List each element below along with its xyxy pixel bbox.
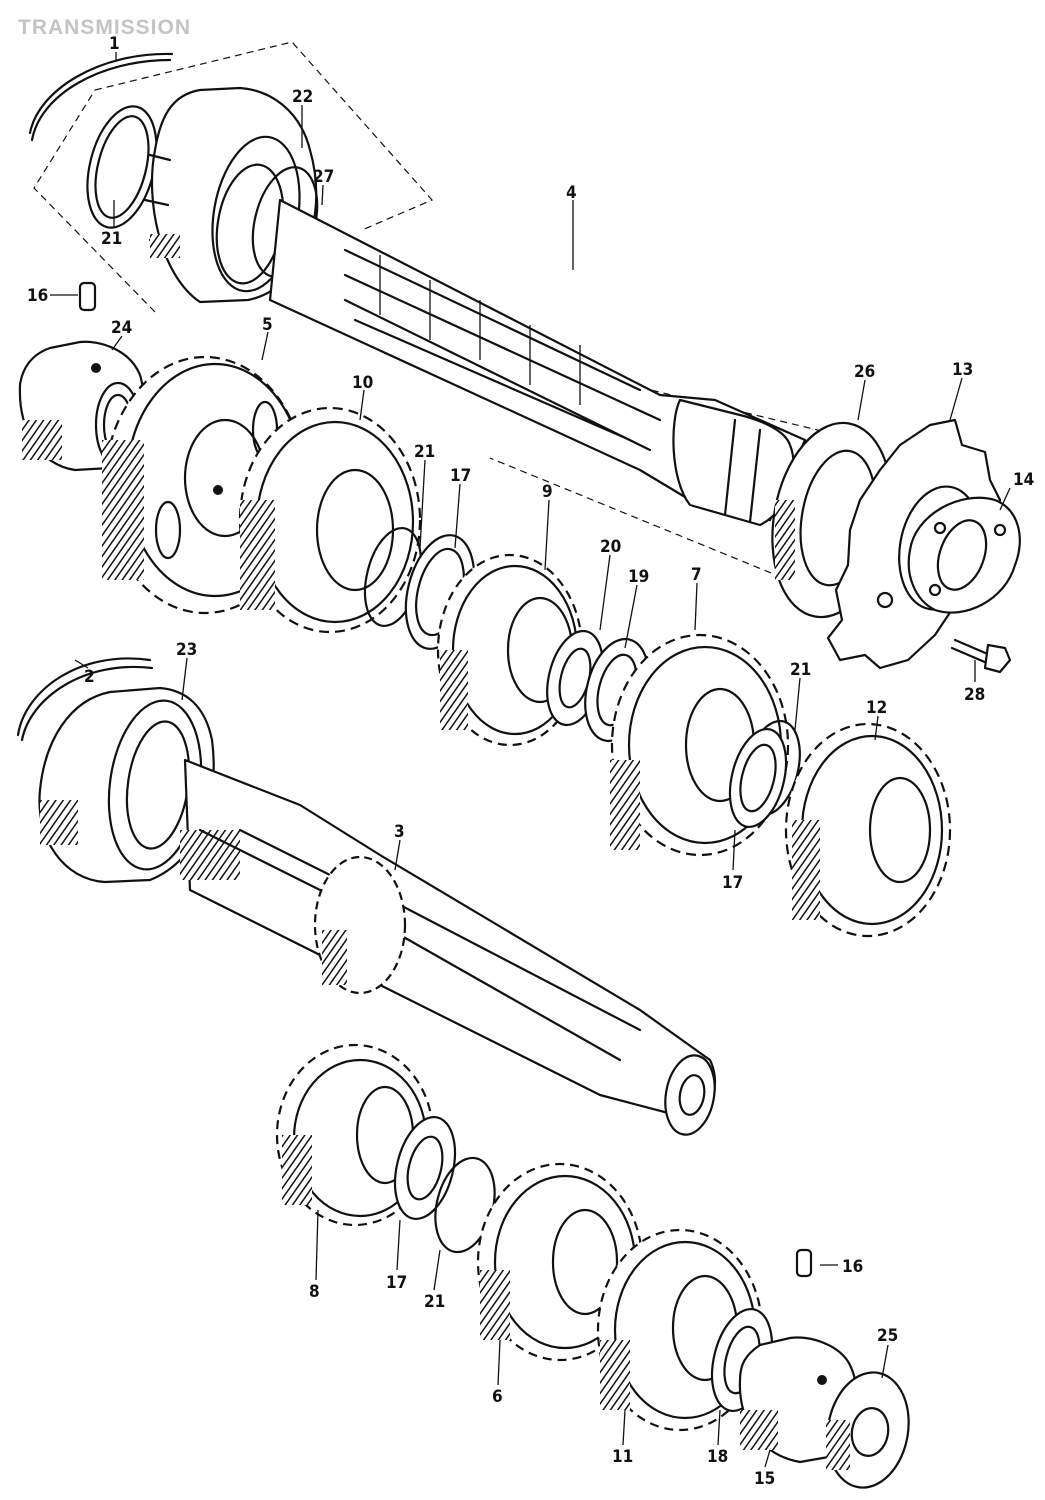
label-part-22: 22 (292, 87, 313, 107)
label-part-27: 27 (313, 167, 334, 187)
label-part-3: 3 (394, 822, 405, 842)
label-part-28: 28 (964, 685, 985, 705)
label-part-20: 20 (600, 537, 621, 557)
label-part-9: 9 (542, 482, 553, 502)
part-2-snap-ring-b (20, 665, 154, 742)
label-part-15: 15 (754, 1469, 775, 1489)
label-part-8: 8 (309, 1282, 320, 1302)
part-16-dowel-pin-lower (795, 1248, 813, 1278)
part-28-bolt (950, 638, 1012, 674)
label-part-7: 7 (691, 565, 702, 585)
label-part-16: 16 (842, 1257, 863, 1277)
part-14-fixing-plate (907, 496, 1021, 614)
leader-lines (50, 52, 1011, 1468)
part-3-mainshaft (180, 758, 717, 1136)
part-labels: 1 22 27 4 21 16 24 5 10 26 13 21 17 9 20… (27, 34, 1034, 1489)
label-part-17: 17 (386, 1273, 407, 1293)
part-1-snap-ring (30, 58, 172, 142)
part-2-snap-ring (16, 657, 152, 737)
part-8-gear (275, 1043, 435, 1227)
label-part-5: 5 (262, 315, 273, 335)
part-10-gear (238, 406, 422, 634)
label-part-1: 1 (109, 34, 120, 54)
label-part-19: 19 (628, 567, 649, 587)
label-part-2: 2 (84, 667, 95, 687)
label-part-17: 17 (450, 466, 471, 486)
label-part-4: 4 (566, 183, 577, 203)
label-part-26: 26 (854, 362, 875, 382)
label-part-25: 25 (877, 1326, 898, 1346)
label-part-16: 16 (27, 286, 48, 306)
label-part-21: 21 (414, 442, 435, 462)
label-part-21: 21 (790, 660, 811, 680)
label-part-13: 13 (952, 360, 973, 380)
label-part-10: 10 (352, 373, 373, 393)
label-part-17: 17 (722, 873, 743, 893)
part-1-snap-ring-b (28, 52, 174, 135)
part-9-gear (436, 553, 584, 747)
diagram-title: TRANSMISSION (18, 16, 192, 39)
label-part-21: 21 (424, 1292, 445, 1312)
label-part-18: 18 (707, 1447, 728, 1467)
label-part-14: 14 (1013, 470, 1034, 490)
label-part-21: 21 (101, 229, 122, 249)
label-part-11: 11 (612, 1447, 633, 1467)
part-4-countershaft (268, 198, 807, 527)
label-part-23: 23 (176, 640, 197, 660)
part-12-gear (784, 722, 952, 938)
label-part-12: 12 (866, 698, 887, 718)
label-part-6: 6 (492, 1387, 503, 1407)
part-25-collar (826, 1371, 910, 1489)
part-21-circlip-upper (86, 105, 158, 229)
label-part-24: 24 (111, 318, 132, 338)
part-17-washer-right (728, 727, 788, 829)
part-16-dowel-pin-upper (78, 281, 97, 312)
